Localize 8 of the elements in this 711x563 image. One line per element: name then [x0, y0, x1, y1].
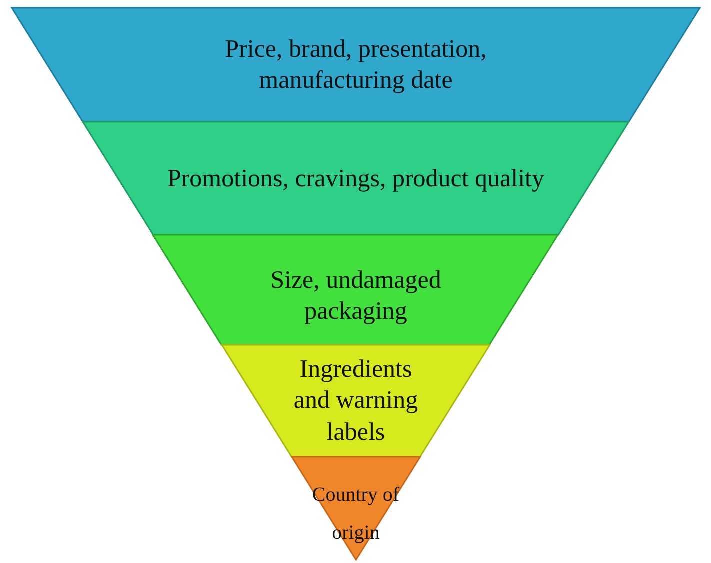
tier-label: Size, undamaged packaging — [270, 265, 442, 326]
pyramid-tier — [153, 235, 559, 345]
pyramid-tier — [12, 8, 700, 122]
tier-label: Promotions, cravings, product quality — [166, 164, 546, 194]
tier-label: Ingredients and warning labels — [292, 355, 420, 448]
pyramid-tier — [222, 345, 490, 457]
tier-label: Price, brand, presentation, manufacturing date — [224, 34, 488, 96]
pyramid-tier — [83, 122, 629, 235]
